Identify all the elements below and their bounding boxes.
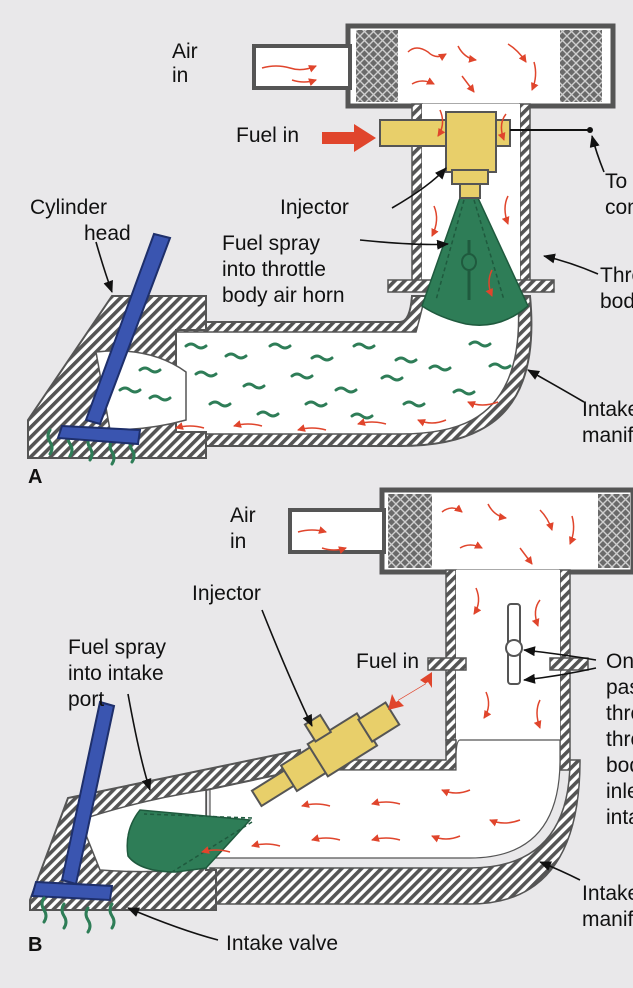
fuel-in-arrow-a [322, 124, 376, 152]
label-to-computer-line2: com [605, 196, 633, 219]
label-fuel-spray-a-line3: body air horn [222, 284, 345, 307]
label-air-in-a-line1: Air [172, 40, 198, 63]
label-fuel-in-b: Fuel in [356, 650, 420, 673]
panel-letter-a: A [28, 466, 43, 488]
label-only-note-line1: Only [606, 650, 633, 673]
fuel-spray-b [126, 809, 252, 873]
leader-lines-a [95, 135, 605, 403]
intake-valve-a [56, 232, 172, 446]
label-fuel-spray-b-line2: into intake [68, 662, 164, 685]
panel-a [27, 23, 616, 466]
label-intake-manifold-a-line2: manifo [582, 424, 633, 447]
label-intake-manifold-b-line1: Intake [582, 882, 633, 905]
label-cylinder-head-line1: Cylinder [30, 196, 108, 219]
label-only-note-line2: pas [606, 676, 633, 699]
label-fuel-spray-a-line2: into throttle [222, 258, 326, 281]
fuel-mixture-a [46, 340, 512, 466]
label-intake-valve-b: Intake valve [226, 932, 339, 955]
label-injector-b: Injector [192, 582, 261, 605]
intake-valve-b [30, 700, 116, 902]
panel-letter-b: B [28, 934, 43, 956]
leader-lines-b [127, 609, 597, 941]
label-injector-a: Injector [280, 196, 349, 219]
air-filter-element-right-a [560, 30, 602, 102]
air-filter-element-left-a [356, 30, 398, 102]
label-throttle-body-a-line1: Thro [600, 264, 633, 287]
label-only-note-line7: inta [606, 806, 633, 829]
panel-b [29, 487, 633, 941]
injector-a [379, 111, 593, 199]
label-throttle-body-a-line2: bod [600, 290, 633, 313]
injector-b [250, 701, 401, 808]
label-only-note-line3: thro [606, 702, 633, 725]
label-only-note-line4: thro [606, 728, 633, 751]
label-only-note-line6: inlet [606, 780, 633, 803]
air-filter-element-right-b [598, 494, 630, 568]
airflow-arrows-b [201, 503, 577, 854]
label-fuel-in-a: Fuel in [236, 124, 300, 147]
label-intake-manifold-a-line1: Intake [582, 398, 633, 421]
label-to-computer-line1: To [605, 170, 628, 193]
label-intake-manifold-b-line2: manifo [582, 908, 633, 931]
label-fuel-spray-a-line1: Fuel spray [222, 232, 321, 255]
label-air-in-a-line2: in [172, 64, 189, 87]
label-air-in-b-line1: Air [230, 504, 256, 527]
label-fuel-spray-b-line3: port [68, 688, 105, 711]
label-air-in-b-line2: in [230, 530, 247, 553]
label-cylinder-head-line2: head [84, 222, 131, 245]
fuel-in-arrow-b [388, 672, 432, 710]
airflow-arrows-a [175, 43, 539, 432]
label-fuel-spray-b-line1: Fuel spray [68, 636, 167, 659]
label-only-note-line5: bod [606, 754, 633, 777]
air-filter-element-left-b [388, 494, 432, 568]
